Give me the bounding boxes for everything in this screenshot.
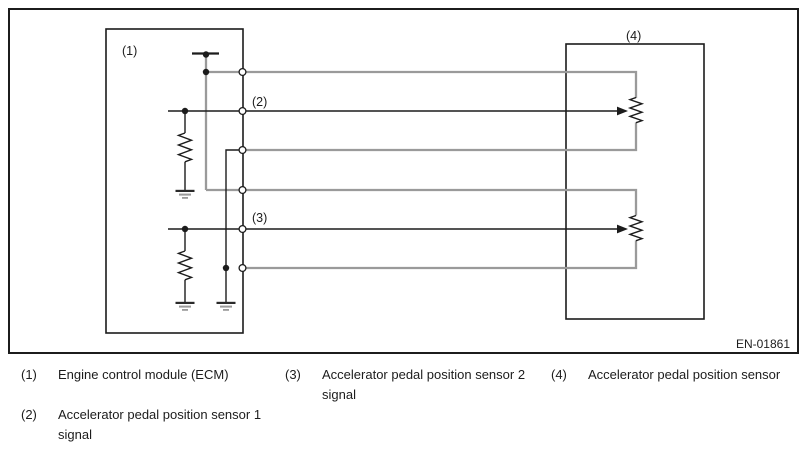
legend-item-1: (1) Engine control module (ECM): [21, 365, 271, 385]
diagram-border: [8, 8, 799, 354]
connector-pin: [238, 106, 247, 116]
connector-pin: [238, 145, 247, 155]
ecm-pulldown-circuit-2: [175, 225, 195, 311]
potentiometer2-resistor-icon: [627, 214, 645, 242]
legend-item-text: Accelerator pedal position sensor 1 sign…: [58, 407, 262, 442]
resistor-icon: [176, 250, 194, 281]
ecm-sensor-ground-line: [216, 149, 242, 311]
sensor1-signal-wire: (2): [168, 95, 628, 116]
pedal-sensor-box: [565, 43, 705, 320]
connector-pin: [238, 185, 247, 195]
ecm-callout-label: (1): [122, 44, 137, 58]
ground-icon: [175, 189, 195, 199]
sensor2-return-wire: [242, 240, 638, 270]
ecm-connector-pins: [238, 67, 247, 273]
ground-icon: [216, 301, 236, 311]
connector-pin: [238, 67, 247, 77]
junction-dot: [222, 264, 230, 272]
legend: (1) Engine control module (ECM) (2) Acce…: [0, 360, 808, 450]
pedal-sensor-callout-label: (4): [626, 29, 641, 43]
junction-dot: [202, 68, 210, 76]
connector-pin: [238, 263, 247, 273]
ecm-box: [105, 28, 244, 334]
signal2-callout-label: (2): [252, 95, 267, 109]
sensor2-signal-wire: (3): [168, 211, 628, 234]
legend-item-text: Accelerator pedal position sensor 2 sign…: [322, 367, 526, 402]
sensor1-return-wire: [242, 122, 638, 152]
legend-item-number: (4): [551, 367, 567, 382]
sensor2-supply-wire: [206, 188, 638, 216]
wiper-arrow-icon: [617, 224, 628, 234]
sensor1-supply-wire: [206, 70, 638, 98]
wiper-arrow-icon: [617, 106, 628, 116]
legend-item-text: Engine control module (ECM): [58, 367, 229, 382]
potentiometer1-resistor-icon: [627, 96, 645, 124]
legend-item-4: (4) Accelerator pedal position sensor: [551, 365, 801, 385]
connector-pin: [238, 224, 247, 234]
legend-item-number: (1): [21, 367, 37, 382]
figure-code-label: EN-01861: [736, 337, 790, 351]
legend-item-number: (3): [285, 367, 301, 382]
legend-item-2: (2) Accelerator pedal position sensor 1 …: [21, 405, 281, 445]
legend-item-3: (3) Accelerator pedal position sensor 2 …: [285, 365, 545, 405]
resistor-icon: [176, 132, 194, 163]
signal3-callout-label: (3): [252, 211, 267, 225]
ecm-pulldown-circuit-1: [175, 107, 195, 199]
ground-icon: [175, 301, 195, 311]
circuit-diagram-canvas: (1) (4) (2) (3): [8, 8, 799, 354]
junction-dot: [202, 51, 210, 58]
legend-item-number: (2): [21, 407, 37, 422]
legend-item-text: Accelerator pedal position sensor: [588, 367, 781, 382]
power-source-icon: [192, 51, 219, 76]
